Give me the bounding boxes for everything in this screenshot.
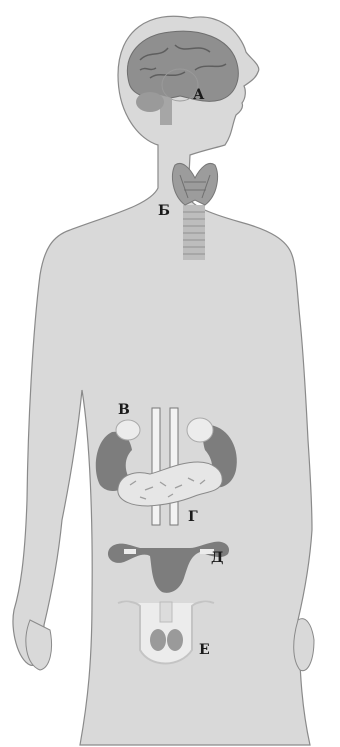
label-b: Б — [158, 204, 170, 218]
left-testis — [150, 629, 166, 651]
label-a: А — [193, 88, 204, 102]
label-d: Д — [211, 551, 223, 565]
right-adrenal — [187, 418, 213, 442]
label-v: В — [118, 403, 130, 417]
left-adrenal — [116, 420, 140, 440]
penis — [160, 602, 172, 622]
label-e: Е — [199, 643, 210, 657]
cerebellum — [136, 92, 164, 112]
label-g: Г — [188, 510, 198, 524]
thyroid-gland — [172, 163, 217, 205]
right-testis — [167, 629, 183, 651]
d-left-connector — [124, 549, 136, 554]
right-hand — [294, 619, 314, 671]
